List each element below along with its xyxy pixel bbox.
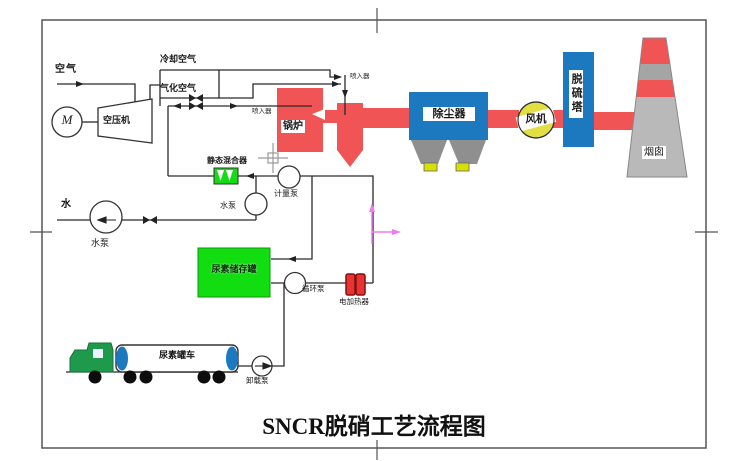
label-water: 水 xyxy=(61,199,71,210)
label-urea-truck: 尿素罐车 xyxy=(158,350,195,360)
truck-wheels xyxy=(88,370,226,384)
electric-heater-shape xyxy=(345,273,366,296)
label-dust-collector: 除尘器 xyxy=(423,107,475,122)
truck-cab xyxy=(69,342,114,373)
label-unloading-pump: 卸载泵 xyxy=(246,376,269,385)
label-chimney: 烟囱 xyxy=(642,146,666,159)
label-fan: 风机 xyxy=(525,113,547,125)
valve-icon xyxy=(143,94,203,224)
cad-cursor-icon xyxy=(369,203,401,244)
boiler-bridge xyxy=(323,110,339,123)
tank-cap-right xyxy=(226,346,238,371)
hopper-left xyxy=(411,140,447,164)
cad-crosshair-icon xyxy=(258,143,288,173)
label-gasification-air: 气化空气 xyxy=(160,83,197,93)
label-water-pump: 水泵 xyxy=(91,238,110,248)
circulation-pump-circle xyxy=(283,271,307,295)
injector-nozzle xyxy=(312,109,325,120)
label-motor: M xyxy=(61,112,73,127)
label-water-pump-booster: 水泵 xyxy=(220,201,236,210)
duct-dc-fan xyxy=(488,110,519,128)
hopper-right xyxy=(449,140,486,164)
duct-tower-chimney xyxy=(594,112,634,130)
flow-arrows xyxy=(76,74,348,262)
frame-border xyxy=(41,19,707,449)
hopper-outlet-left xyxy=(423,162,438,172)
label-injector-side: 喷入器 xyxy=(252,108,272,115)
label-compressor: 空压机 xyxy=(103,115,131,125)
label-air: 空气 xyxy=(55,64,77,75)
truck-window xyxy=(93,349,103,358)
fan-circle xyxy=(515,101,557,139)
tick-marks xyxy=(30,8,718,460)
label-circulation-pump: 循环泵 xyxy=(302,284,325,293)
label-static-mixer: 静态混合器 xyxy=(207,156,247,165)
compressor-shape xyxy=(97,98,153,144)
label-cooling-air: 冷却空气 xyxy=(160,54,197,64)
label-injector-top: 喷入器 xyxy=(350,73,370,80)
urea-tank-shape xyxy=(197,247,271,298)
label-urea-tank: 尿素储存罐 xyxy=(211,264,257,274)
label-boiler: 锅炉 xyxy=(281,120,305,133)
flue-duct xyxy=(363,108,410,128)
page-title: SNCR脱硝工艺流程图 xyxy=(262,414,486,439)
truck-shape xyxy=(69,342,239,384)
label-metering-pump: 计量泵 xyxy=(274,189,298,198)
motor-circle xyxy=(51,106,83,138)
boiler-rear-pass xyxy=(337,103,363,167)
tank-cap-left xyxy=(116,346,128,371)
metering-pump-circle xyxy=(277,165,301,189)
static-mixer-shape xyxy=(213,167,239,185)
label-desulfurization-tower: 脱硫塔 xyxy=(569,70,584,118)
booster-pump-circle xyxy=(244,192,268,216)
label-electric-heater: 电加热器 xyxy=(339,297,369,306)
pump-arrows xyxy=(96,216,273,370)
hopper-outlet-right xyxy=(455,162,470,172)
